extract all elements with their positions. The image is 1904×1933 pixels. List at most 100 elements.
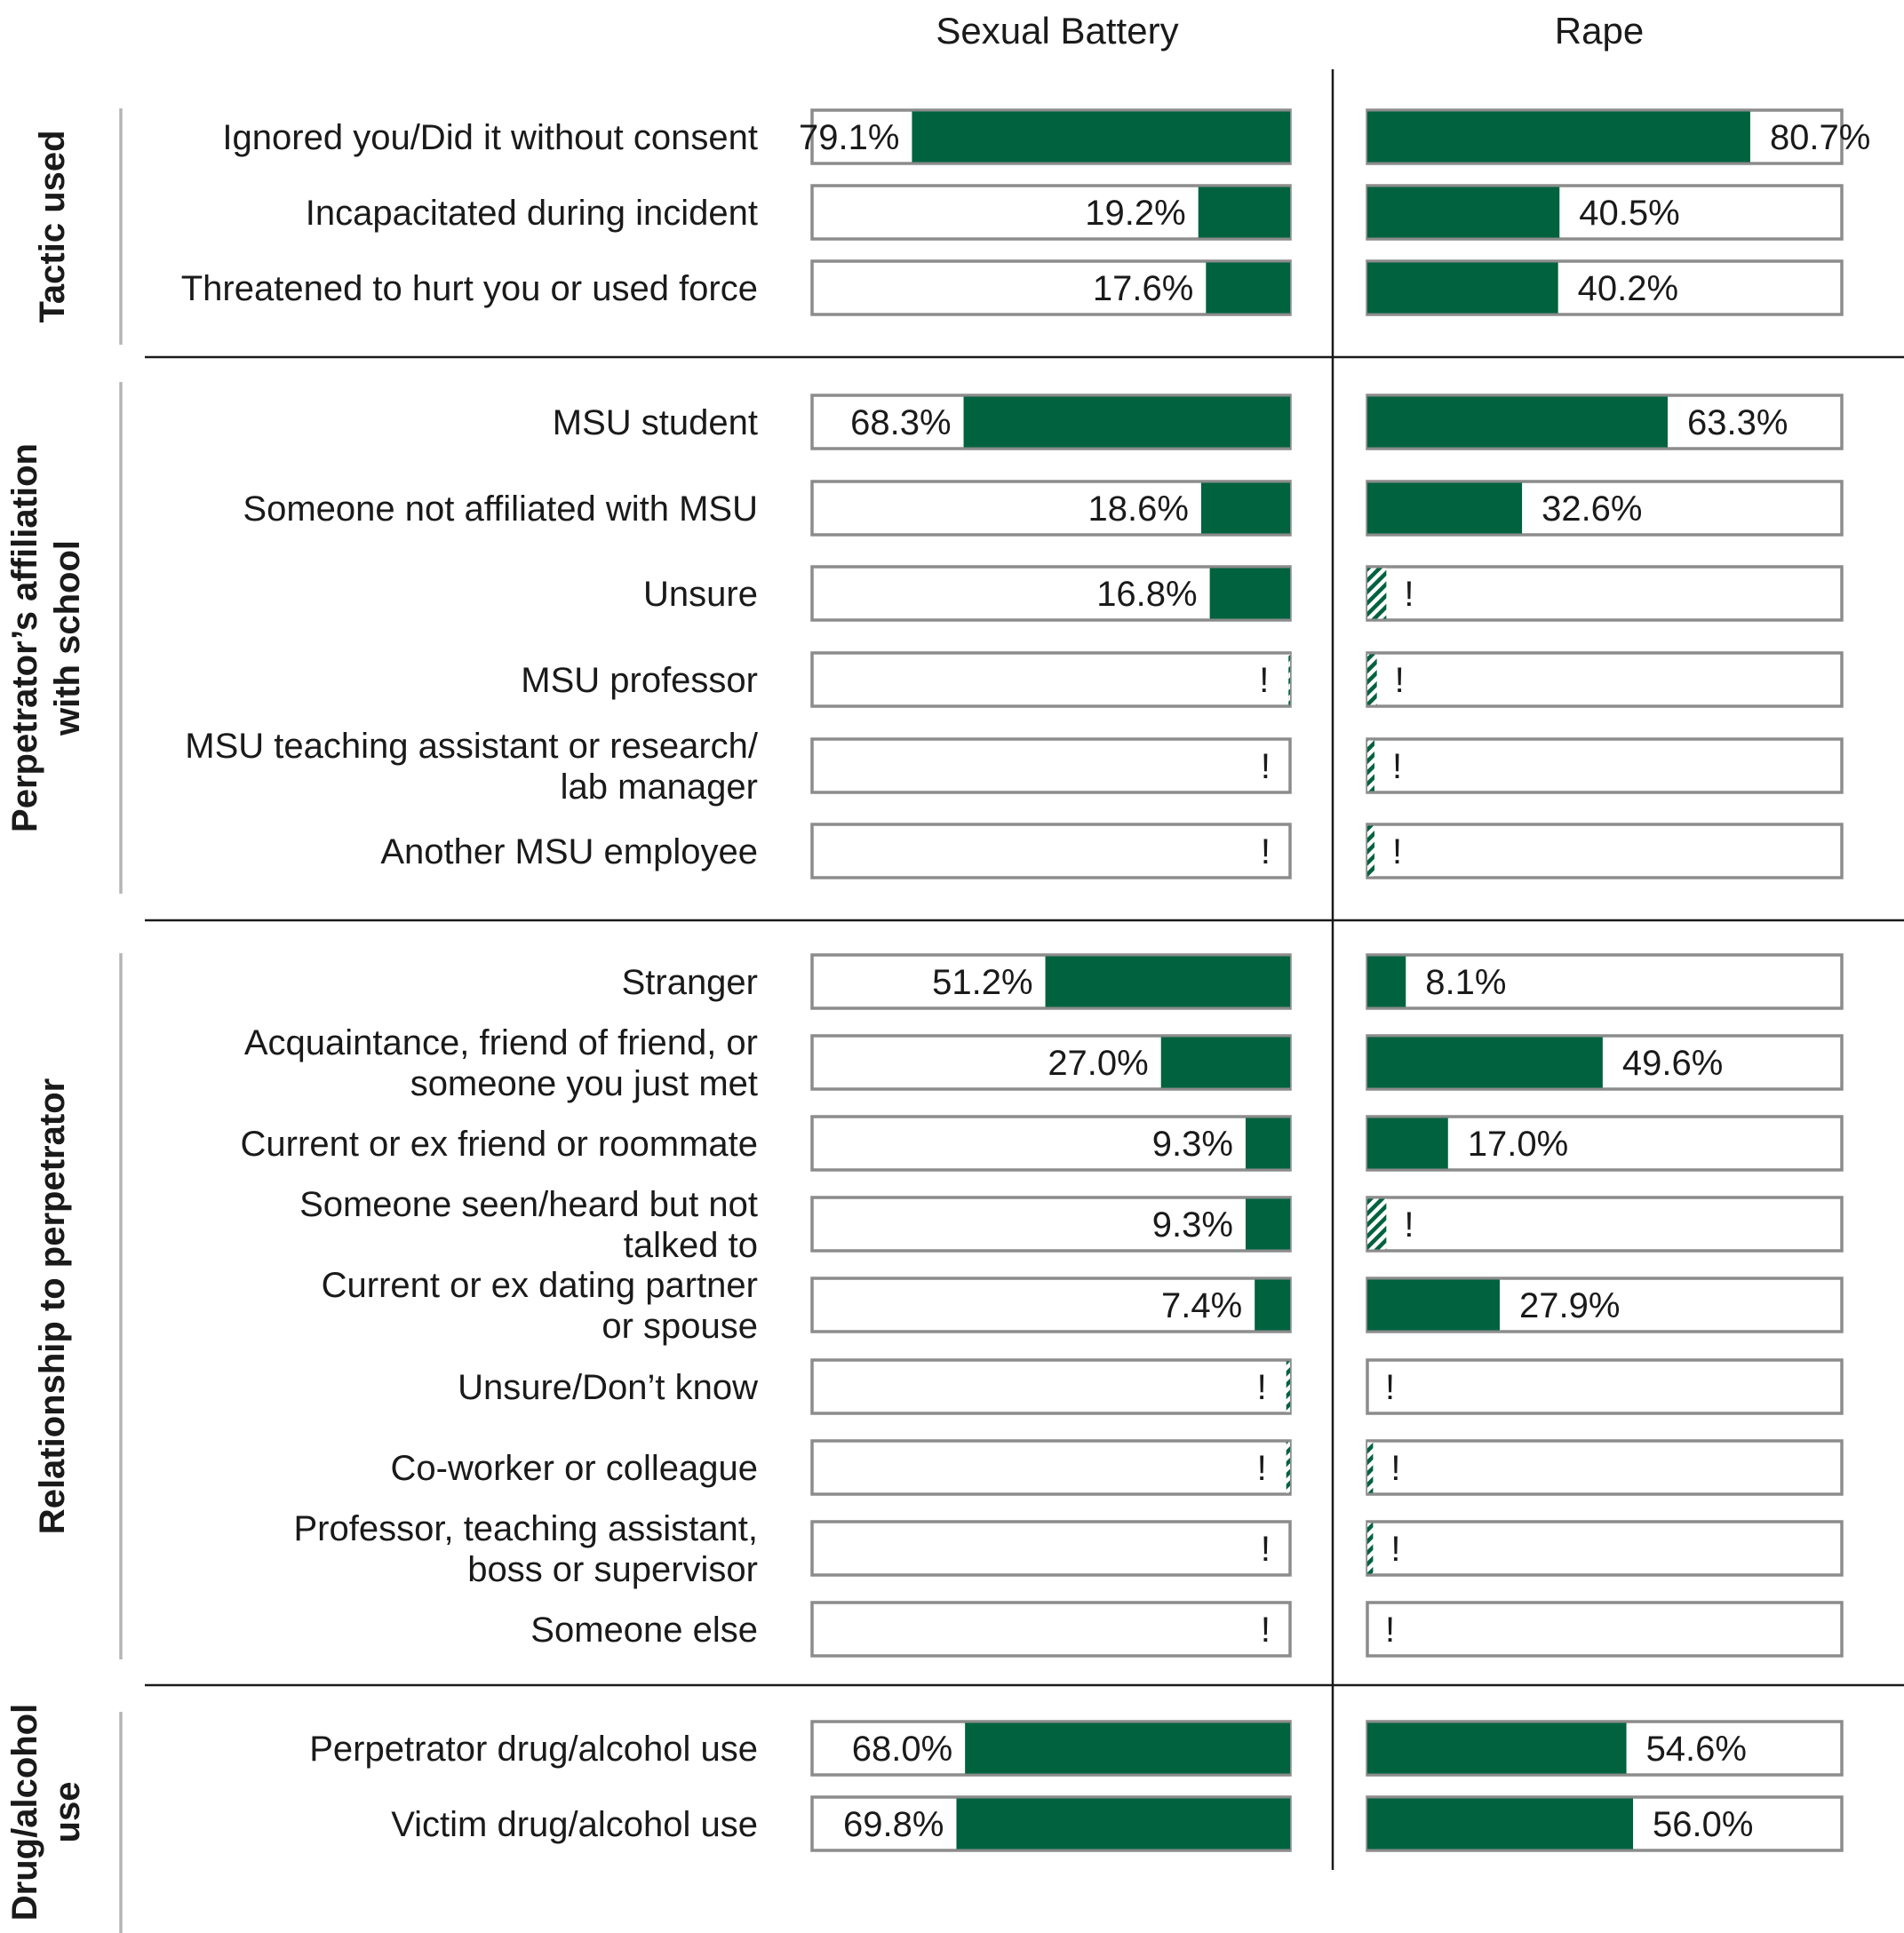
sexual-battery-bar-row-0-0: 79.1% <box>799 108 1292 165</box>
sexual-battery-bar-row-2-6: ! <box>810 1439 1292 1496</box>
rape-bar-fill <box>1367 396 1669 448</box>
rape-value-label: 32.6% <box>1542 489 1642 529</box>
rape-suppressed-marker: ! <box>1392 747 1402 786</box>
row-label: MSU teaching assistant or research/lab m… <box>185 727 759 807</box>
sexual-battery-suppressed-marker: ! <box>1261 832 1271 871</box>
rape-bar-row-2-8: ! <box>1366 1601 1844 1658</box>
rape-bar-row-2-2: 17.0% <box>1366 1115 1844 1172</box>
sexual-battery-bar-row-2-4: 7.4% <box>810 1277 1292 1333</box>
row-label: Unsure/Don’t know <box>458 1368 758 1407</box>
rape-bar-row-0-1: 40.5% <box>1366 184 1844 241</box>
sexual-battery-bar-fill <box>963 396 1290 448</box>
sexual-battery-bar-fill <box>1206 262 1290 314</box>
group-label: Drug/alcohol <box>5 1704 44 1921</box>
rape-bar-frame <box>1366 823 1844 879</box>
sexual-battery-bar-fill <box>965 1722 1290 1774</box>
sexual-battery-value-label: 51.2% <box>932 963 1032 1002</box>
rape-bar-hatched-fill <box>1367 1523 1374 1574</box>
sexual-battery-bar-hatched-fill <box>1286 1442 1290 1493</box>
rape-bar-fill <box>1367 1798 1634 1849</box>
rape-bar-row-1-5: ! <box>1366 823 1844 879</box>
sexual-battery-bar-hatched-fill <box>1286 1361 1290 1412</box>
rape-suppressed-marker: ! <box>1390 1449 1400 1488</box>
rape-suppressed-marker: ! <box>1404 1205 1414 1245</box>
group-label: Tactic used <box>33 130 72 322</box>
rape-bars: 80.7%40.5%40.2%63.3%32.6%!!!!8.1%49.6%17… <box>1366 108 1870 1852</box>
rape-value-label: 17.0% <box>1468 1125 1568 1164</box>
rape-bar-frame <box>1366 953 1844 1010</box>
sexual-battery-bar-row-0-2: 17.6% <box>810 259 1292 316</box>
rape-bar-fill <box>1367 262 1558 314</box>
row-label: Stranger <box>622 963 758 1002</box>
sexual-battery-value-label: 68.3% <box>850 403 951 442</box>
rape-bar-row-3-1: 56.0% <box>1366 1795 1844 1852</box>
rape-bar-frame <box>1366 737 1844 794</box>
sexual-battery-suppressed-marker: ! <box>1261 747 1271 786</box>
sexual-battery-bar-fill <box>956 1798 1290 1849</box>
rape-bar-frame <box>1366 1439 1844 1496</box>
rape-value-label: 8.1% <box>1425 963 1506 1002</box>
sexual-battery-bar-frame <box>810 1601 1292 1658</box>
sexual-battery-bar-row-1-5: ! <box>810 823 1292 879</box>
rape-bar-row-2-7: ! <box>1366 1520 1844 1577</box>
rape-value-label: 27.9% <box>1519 1286 1620 1325</box>
sexual-battery-bar-fill <box>1255 1279 1290 1331</box>
rape-value-label: 54.6% <box>1646 1730 1747 1769</box>
sexual-battery-bar-row-2-5: ! <box>810 1358 1292 1415</box>
sexual-battery-bar-row-3-0: 68.0% <box>810 1720 1292 1777</box>
sexual-battery-value-label: 7.4% <box>1161 1286 1242 1325</box>
rape-value-label: 40.2% <box>1578 269 1678 308</box>
row-label: Someone else <box>530 1611 758 1650</box>
sexual-battery-value-label: 79.1% <box>799 118 899 157</box>
rape-bar-row-0-0: 80.7% <box>1366 108 1870 165</box>
sexual-battery-bar-row-1-1: 18.6% <box>810 480 1292 537</box>
rape-bar-row-2-1: 49.6% <box>1366 1034 1844 1091</box>
row-labels: Ignored you/Did it without consentIncapa… <box>181 118 759 1844</box>
sexual-battery-suppressed-marker: ! <box>1257 1368 1267 1407</box>
sexual-battery-value-label: 27.0% <box>1048 1044 1148 1083</box>
sexual-battery-bar-fill <box>1198 187 1290 238</box>
row-label: Current or ex friend or roommate <box>241 1125 758 1164</box>
column-header-sexual-battery: Sexual Battery <box>936 10 1178 52</box>
sexual-battery-suppressed-marker: ! <box>1257 1449 1267 1488</box>
rape-bar-hatched-fill <box>1367 568 1387 619</box>
rape-suppressed-marker: ! <box>1404 575 1414 614</box>
sexual-battery-bar-row-1-2: 16.8% <box>810 565 1292 622</box>
sexual-battery-bar-row-2-0: 51.2% <box>810 953 1292 1010</box>
row-label: MSU student <box>553 403 758 442</box>
sexual-battery-value-label: 9.3% <box>1152 1205 1233 1245</box>
sexual-battery-bar-row-1-4: ! <box>810 737 1292 794</box>
rape-bar-frame <box>1366 651 1844 708</box>
rape-bar-fill <box>1367 1118 1448 1169</box>
rape-bar-frame <box>1366 565 1844 622</box>
rape-bar-hatched-fill <box>1367 654 1377 705</box>
sexual-battery-bar-fill <box>1200 482 1290 534</box>
rape-value-label: 40.5% <box>1579 194 1679 233</box>
rape-bar-fill <box>1367 1722 1627 1774</box>
rape-suppressed-marker: ! <box>1390 1530 1400 1569</box>
row-label: Threatened to hurt you or used force <box>181 269 758 308</box>
rape-value-label: 80.7% <box>1770 118 1870 157</box>
group-label: use <box>48 1782 87 1843</box>
rape-bar-row-3-0: 54.6% <box>1366 1720 1844 1777</box>
row-label: Perpetrator drug/alcohol use <box>309 1730 758 1769</box>
sexual-battery-suppressed-marker: ! <box>1261 1530 1271 1569</box>
sexual-battery-bar-frame <box>810 1115 1292 1172</box>
sexual-battery-bar-fill <box>912 111 1290 163</box>
row-label: Co-worker or colleague <box>390 1449 758 1488</box>
sexual-battery-bar-fill <box>1209 568 1290 619</box>
rape-bar-fill <box>1367 111 1750 163</box>
group-label: with school <box>48 540 87 736</box>
sexual-battery-bar-hatched-fill <box>1288 654 1290 705</box>
rape-bar-row-1-2: ! <box>1366 565 1844 622</box>
sexual-battery-bar-frame <box>810 1358 1292 1415</box>
row-label: Another MSU employee <box>380 832 758 871</box>
rape-suppressed-marker: ! <box>1385 1368 1395 1407</box>
row-label: Ignored you/Did it without consent <box>222 118 758 157</box>
sexual-battery-bar-fill <box>1245 1198 1290 1250</box>
sexual-battery-bar-frame <box>810 823 1292 879</box>
